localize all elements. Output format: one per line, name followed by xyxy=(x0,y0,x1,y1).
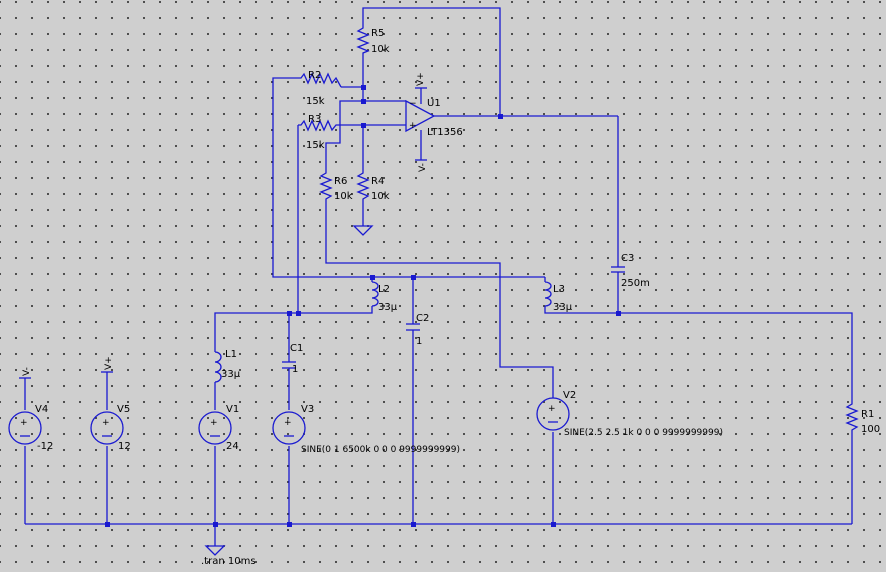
junctions xyxy=(105,85,621,527)
v2-value: SINE(2.5 2.5 1k 0 0 0 9999999999) xyxy=(564,428,723,438)
v3-value: SINE(0 1 6500k 0 0 0 9999999999) xyxy=(301,445,460,455)
r5-name: R5 xyxy=(371,28,384,39)
v5-name: V5 xyxy=(117,404,130,415)
voltage-source-v2[interactable]: + V2 SINE(2.5 2.5 1k 0 0 0 9999999999) xyxy=(536,390,723,438)
capacitor-c1[interactable]: C1 1 xyxy=(282,343,303,375)
v3-plus-sign: + xyxy=(284,418,292,428)
junction-dot xyxy=(213,522,218,527)
v5-plus-sign: + xyxy=(102,418,110,428)
resistor-r5[interactable]: R5 10k xyxy=(356,26,390,56)
voltage-source-v5[interactable]: + V5 12 xyxy=(90,404,131,452)
junction-dot xyxy=(616,311,621,316)
resistor-r6[interactable]: R6 10k xyxy=(319,170,353,210)
v2-name: V2 xyxy=(563,390,576,401)
ground-symbol-r4 xyxy=(352,225,374,236)
l1-value: 33µ xyxy=(221,369,241,380)
junction-dot xyxy=(361,85,366,90)
l2-name: L2 xyxy=(378,284,390,295)
v1-plus-sign: + xyxy=(210,418,218,428)
u1-name: U1 xyxy=(427,98,441,109)
wire-r6-v2[interactable] xyxy=(325,210,554,398)
l3-value: 33µ xyxy=(553,302,573,313)
r1-value: 100 xyxy=(861,424,880,435)
r1-name: R1 xyxy=(861,409,874,420)
junction-dot xyxy=(411,522,416,527)
vneg-label: V- xyxy=(22,367,32,376)
u1-model: LT1356 xyxy=(427,127,463,138)
v4-plus-sign: + xyxy=(20,418,28,428)
junction-dot xyxy=(551,522,556,527)
inductor-l2[interactable]: L2 33µ xyxy=(371,281,398,313)
vpos-label: V+ xyxy=(104,356,114,370)
c3-name: C3 xyxy=(621,253,634,264)
l2-value: 33µ xyxy=(378,302,398,313)
inductor-l3[interactable]: L3 33µ xyxy=(544,281,573,313)
r5-value: 10k xyxy=(371,44,390,55)
c2-name: C2 xyxy=(416,313,429,324)
junction-dot xyxy=(287,522,292,527)
l1-name: L1 xyxy=(225,349,237,360)
opamp-minus-sign: − xyxy=(409,99,417,109)
junction-dot xyxy=(370,275,375,280)
r6-name: R6 xyxy=(334,176,347,187)
junction-dot xyxy=(296,311,301,316)
v3-name: V3 xyxy=(301,404,314,415)
inductor-l1[interactable]: L1 33µ xyxy=(214,344,241,383)
resistor-r1[interactable]: R1 100 xyxy=(845,400,880,440)
opamp-u1[interactable]: − + U1 LT1356 V+ V- xyxy=(405,72,463,172)
resistor-r3[interactable]: R3 15k xyxy=(298,114,341,151)
r6-value: 10k xyxy=(334,191,353,202)
ground-symbol-main xyxy=(204,545,226,556)
junction-dot xyxy=(105,522,110,527)
wires xyxy=(24,7,853,546)
voltage-source-v3[interactable]: + V3 SINE(0 1 6500k 0 0 0 9999999999) xyxy=(272,404,460,455)
v4-value: -12 xyxy=(37,441,53,452)
r3-value: 15k xyxy=(306,140,325,151)
wire-inv-input[interactable] xyxy=(325,100,406,170)
wire-r3-right[interactable] xyxy=(341,124,364,170)
v1-name: V1 xyxy=(226,404,239,415)
net-flag-vpos: V+ xyxy=(101,356,114,373)
resistor-r2[interactable]: R2 15k xyxy=(298,70,342,107)
resistor-r4[interactable]: R4 10k xyxy=(356,170,390,210)
c3-value: 250m xyxy=(621,278,650,289)
v5-value: 12 xyxy=(118,441,131,452)
l3-name: L3 xyxy=(553,284,565,295)
r4-value: 10k xyxy=(371,191,390,202)
v1-value: 24 xyxy=(226,441,239,452)
v4-name: V4 xyxy=(35,404,48,415)
capacitor-c3[interactable]: C3 250m xyxy=(611,253,650,289)
r3-name: R3 xyxy=(308,114,321,125)
net-flag-vneg: V- xyxy=(19,367,32,379)
v2-plus-sign: + xyxy=(548,404,556,414)
u1-vpos-label: V+ xyxy=(416,72,426,86)
junction-dot xyxy=(498,114,503,119)
u1-vneg-label: V- xyxy=(418,163,428,172)
capacitor-c2[interactable]: C2 1 xyxy=(406,313,429,347)
junction-dot xyxy=(361,123,366,128)
opamp-plus-sign: + xyxy=(409,121,417,131)
junction-dot xyxy=(287,311,292,316)
c1-name: C1 xyxy=(290,343,303,354)
wire-r2-loop[interactable] xyxy=(272,77,545,278)
c2-value: 1 xyxy=(416,336,422,347)
r2-value: 15k xyxy=(306,96,325,107)
c1-value: 1 xyxy=(292,364,298,375)
spice-directive[interactable]: .tran 10ms xyxy=(201,556,256,567)
voltage-source-v4[interactable]: + V4 -12 xyxy=(8,404,53,452)
r2-name: R2 xyxy=(308,70,321,81)
voltage-source-v1[interactable]: + V1 24 xyxy=(198,404,239,452)
junction-dot xyxy=(361,99,366,104)
wire-l3-r1[interactable] xyxy=(544,306,853,400)
junction-dot xyxy=(411,275,416,280)
wire-l2-bottom[interactable] xyxy=(214,306,373,344)
r4-name: R4 xyxy=(371,176,384,187)
wire-feedback-top[interactable] xyxy=(362,7,501,116)
